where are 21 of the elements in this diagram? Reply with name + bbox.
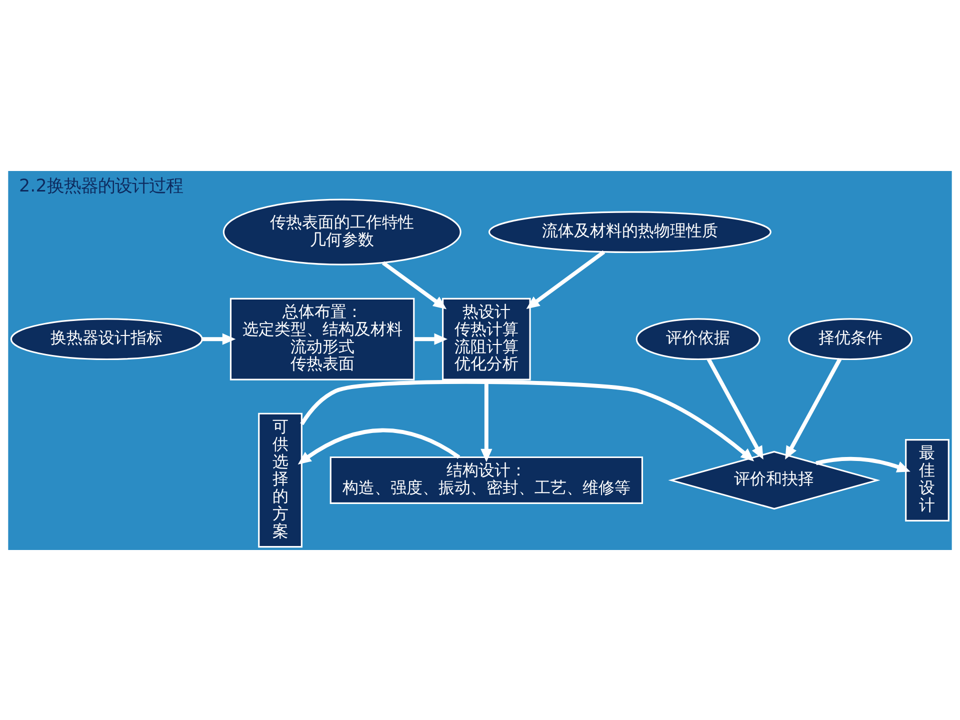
arrow xyxy=(298,428,460,464)
node-box: 总体布置： 选定类型、结构及材料 流动形式 传热表面 xyxy=(230,297,415,380)
node-ellipse: 传热表面的工作特性 几何参数 xyxy=(222,198,462,265)
node-ellipse: 评价依据 xyxy=(636,318,760,360)
node-ellipse: 流体及材料的热物理性质 xyxy=(488,210,772,252)
node-ellipse: 换热器设计指标 xyxy=(10,318,203,360)
node-diamond: 评价和抉择 xyxy=(668,450,880,510)
arrow xyxy=(706,358,764,460)
arrow xyxy=(414,332,448,344)
node-box: 可供选择的方案 xyxy=(258,412,302,548)
arrow xyxy=(202,332,236,344)
node-box: 结构设计： 构造、强度、振动、密封、工艺、维修等 xyxy=(330,456,644,504)
arrow xyxy=(816,456,910,472)
arrow xyxy=(526,250,606,309)
arrow xyxy=(785,358,842,460)
diagram-title: 2.2换热器的设计过程 xyxy=(19,176,183,196)
arrow xyxy=(300,379,754,461)
node-box: 最佳设计 xyxy=(905,438,950,521)
node-box: 热设计 传热计算 流阻计算 优化分析 xyxy=(442,297,531,380)
arrow xyxy=(382,260,447,309)
node-ellipse: 择优条件 xyxy=(788,318,913,360)
